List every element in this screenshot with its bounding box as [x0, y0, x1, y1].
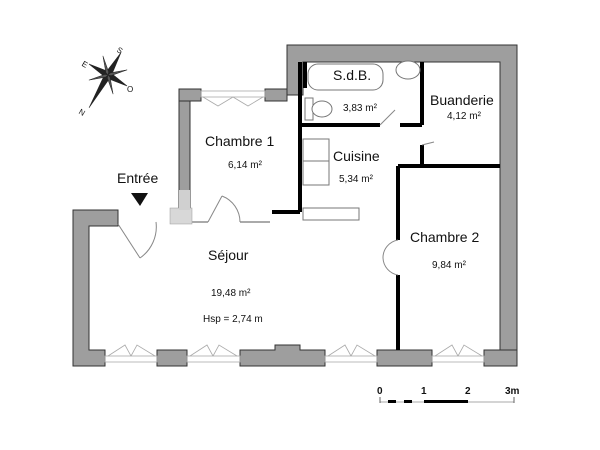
- bathtub-icon: [307, 63, 384, 91]
- room-buanderie-area: 4,12 m²: [447, 111, 481, 122]
- scale-tick-2: 2: [465, 386, 471, 397]
- entrance-label: Entrée: [117, 170, 159, 186]
- scale-bar: [379, 397, 515, 403]
- room-cuisine-name: Cuisine: [333, 148, 380, 164]
- partition-walls: [272, 62, 500, 350]
- compass-west-label: O: [127, 85, 134, 94]
- compass-rose-icon: [88, 52, 128, 109]
- toilet-icon: [311, 100, 333, 118]
- room-sdb-name: S.d.B.: [333, 67, 372, 83]
- room-cuisine-area: 5,34 m²: [339, 174, 373, 185]
- room-chambre2-area: 9,84 m²: [432, 260, 466, 271]
- scale-tick-0: 0: [377, 386, 383, 397]
- counter-icon: [302, 207, 360, 221]
- room-chambre1-name: Chambre 1: [205, 133, 275, 149]
- room-sdb-area: 3,83 m²: [343, 103, 377, 114]
- room-chambre1-area: 6,14 m²: [228, 160, 262, 171]
- scale-tick-3m: 3m: [505, 386, 520, 397]
- kitchen-sink-icon: [302, 138, 330, 186]
- arrow-down-icon: [131, 193, 148, 206]
- sink-icon: [395, 60, 421, 80]
- fixtures: [302, 60, 421, 221]
- windows: [104, 90, 485, 363]
- scale-tick-1: 1: [421, 386, 427, 397]
- room-sejour-height: Hsp = 2,74 m: [203, 314, 263, 325]
- room-chambre2-name: Chambre 2: [410, 229, 480, 245]
- room-sejour-name: Séjour: [208, 247, 249, 263]
- doors: [117, 109, 435, 276]
- room-buanderie-name: Buanderie: [430, 92, 494, 108]
- room-sejour-area: 19,48 m²: [211, 288, 251, 299]
